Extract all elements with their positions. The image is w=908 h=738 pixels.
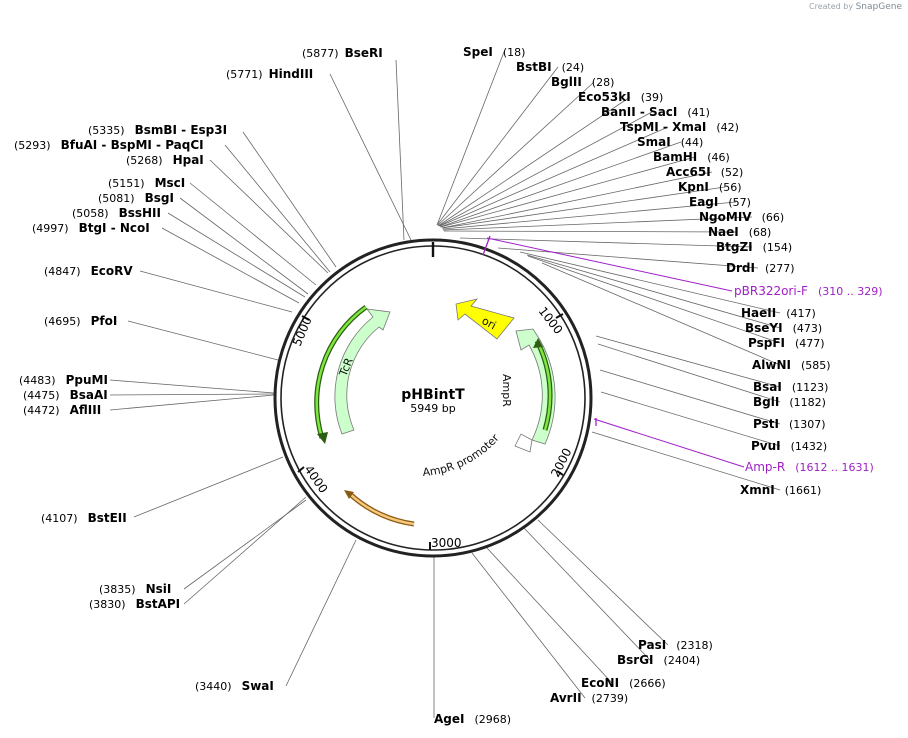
site-label: (5058)BssHII [72, 206, 161, 220]
site-label: AgeI(2968) [434, 712, 511, 726]
site-label: BseYI(473) [745, 321, 822, 335]
site-label: (5335)BsmBI - Esp3I [88, 123, 227, 137]
site-label: (5293)BfuAI - BspMI - PaqCI [14, 138, 204, 152]
site-label: (5081)BsgI [98, 191, 174, 205]
site-leader-lines [109, 51, 781, 718]
primer-labels: pBR322ori-F(310 .. 329) Amp-R(1612 .. 16… [734, 284, 883, 474]
snapgene-brand: SnapGene [855, 2, 902, 12]
site-label: BsrGI(2404) [617, 653, 700, 667]
primer-mark-pBR322ori-F [482, 235, 491, 256]
ori-feature: ori [455, 298, 515, 340]
site-label: AvrII(2739) [550, 691, 628, 705]
primer-leaders [486, 237, 745, 468]
site-label: PstI(1307) [753, 417, 826, 431]
site-label: (4472)AflIII [23, 403, 101, 417]
site-label: (4695)PfoI [44, 314, 117, 328]
site-label: XmnI(1661) [740, 483, 821, 497]
site-label: NgoMIV(66) [699, 210, 784, 224]
site-label: (5151)MscI [108, 176, 185, 190]
site-label: NaeI(68) [708, 225, 771, 239]
site-label: Eco53kI(39) [578, 90, 663, 104]
site-label: (5268)HpaI [126, 153, 204, 167]
site-label: (4475)BsaAI [23, 388, 108, 402]
tick-5000: 5000 [290, 315, 315, 349]
site-label: BglI(1182) [753, 395, 826, 409]
site-label: (3440)SwaI [195, 679, 274, 693]
site-label: EagI(57) [689, 195, 751, 209]
site-label: SmaI(44) [637, 135, 703, 149]
site-label: (5771)HindIII [226, 67, 313, 81]
scale-ticks [297, 313, 564, 550]
site-label: BtgZI(154) [716, 240, 792, 254]
orange-orf-arrow [344, 490, 415, 527]
ori-label: ori [480, 314, 499, 332]
site-label: BamHI(46) [653, 150, 730, 164]
plasmid-name: pHBintT [401, 387, 465, 403]
site-label: EcoNI(2666) [581, 676, 666, 690]
site-label: BsaI(1123) [753, 380, 828, 394]
site-label: (3830)BstAPI [89, 597, 180, 611]
site-label: HaeII(417) [741, 306, 816, 320]
site-label: PvuI(1432) [751, 439, 827, 453]
tick-1000: 1000 [536, 304, 566, 337]
ampr-orf-arrow [533, 338, 553, 431]
site-label: DrdI(277) [726, 261, 795, 275]
site-label: (5877)BseRI [302, 46, 383, 60]
site-labels: (5877)BseRI (5771)HindIII SpeI(18) BstBI… [14, 45, 831, 726]
site-label: TspMI - XmaI(42) [620, 120, 739, 134]
site-label: AlwNI(585) [752, 358, 831, 372]
tcr-feature: TcR [334, 308, 391, 435]
backbone-outer [273, 238, 593, 558]
ampr-promoter-textpath: AmpR promoter [422, 431, 502, 479]
plasmid-size: 5949 bp [410, 402, 455, 415]
site-label: Acc65I(52) [666, 165, 743, 179]
site-label: KpnI(56) [678, 180, 742, 194]
site-label: (4847)EcoRV [44, 264, 133, 278]
site-label: PspFI(477) [748, 336, 825, 350]
credit-text: Created by [809, 2, 854, 11]
tcr-orf-arrow [314, 304, 368, 444]
ampr-feature: AmpR [500, 328, 556, 453]
ampr-promoter-label: AmpR promoter [422, 431, 502, 479]
site-label: BanII - SacI(41) [601, 105, 710, 119]
site-label: BstBI(24) [516, 60, 584, 74]
tick-3000: 3000 [431, 536, 462, 550]
primer-label: Amp-R(1612 .. 1631) [745, 460, 874, 474]
site-label: (3835)NsiI [99, 582, 171, 596]
site-label: (4997)BtgI - NcoI [32, 221, 150, 235]
site-label: (4107)BstEII [41, 511, 127, 525]
site-label: BglII(28) [551, 75, 614, 89]
site-label: (4483)PpuMI [19, 373, 108, 387]
ampr-label: AmpR [500, 374, 513, 407]
primer-label: pBR322ori-F(310 .. 329) [734, 284, 883, 298]
site-label: SpeI(18) [463, 45, 525, 59]
site-label: PasI(2318) [638, 638, 713, 652]
snapgene-credit: Created by SnapGene [809, 2, 902, 12]
